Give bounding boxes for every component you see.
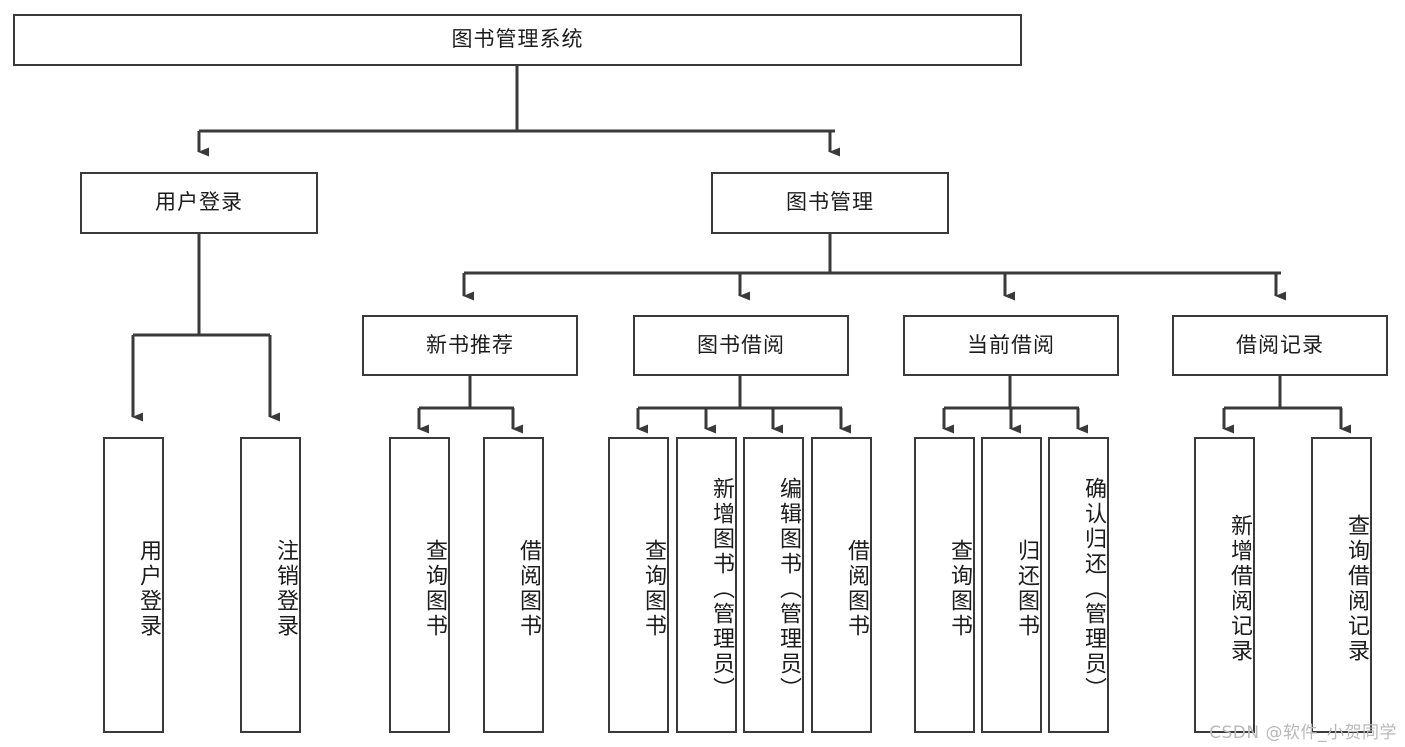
node-book-management[interactable]: 图书管理 [711,172,949,234]
node-new-book-recommend[interactable]: 新书推荐 [362,315,578,376]
node-current-borrow[interactable]: 当前借阅 [903,315,1119,376]
node-label: 查询图书 [641,539,666,639]
node-leaf-user-logout[interactable]: 注销登录 [240,437,301,733]
node-label: 查询借阅记录 [1344,514,1369,664]
node-user-login[interactable]: 用户登录 [80,172,318,234]
node-leaf-query-book-recommend[interactable]: 查询图书 [389,437,450,733]
node-label: 借阅图书 [516,539,541,639]
node-leaf-add-borrow-record[interactable]: 新增借阅记录 [1194,437,1255,733]
node-label: 新增借阅记录 [1227,514,1252,664]
node-label: 新增图书（管理员） [709,476,734,702]
node-label: 图书管理系统 [451,27,584,52]
node-leaf-query-book-current[interactable]: 查询图书 [914,437,975,733]
node-label: 图书借阅 [697,332,785,357]
node-label: 图书管理 [786,190,874,215]
node-label: 用户登录 [155,190,243,215]
node-label: 新书推荐 [426,332,514,357]
node-leaf-borrow-book[interactable]: 借阅图书 [811,437,872,733]
node-leaf-query-borrow-record[interactable]: 查询借阅记录 [1311,437,1372,733]
node-label: 当前借阅 [967,332,1055,357]
node-leaf-borrow-book-recommend[interactable]: 借阅图书 [483,437,544,733]
node-leaf-confirm-return-admin[interactable]: 确认归还（管理员） [1048,437,1109,733]
node-leaf-add-book-admin[interactable]: 新增图书（管理员） [676,437,737,733]
node-label: 注销登录 [273,539,298,639]
node-label: 用户登录 [136,539,161,639]
node-label: 归还图书 [1014,539,1039,639]
node-label: 查询图书 [422,539,447,639]
node-leaf-edit-book-admin[interactable]: 编辑图书（管理员） [743,437,804,733]
csdn-watermark: CSDN @软件_小贺同学 [1209,723,1397,743]
node-borrow-record[interactable]: 借阅记录 [1172,315,1388,376]
node-label: 借阅图书 [844,539,869,639]
node-book-borrow[interactable]: 图书借阅 [633,315,849,376]
node-label: 查询图书 [947,539,972,639]
node-label: 借阅记录 [1236,332,1324,357]
node-leaf-return-book[interactable]: 归还图书 [981,437,1042,733]
node-label: 编辑图书（管理员） [776,476,801,702]
node-label: 确认归还（管理员） [1081,476,1106,702]
node-leaf-user-login[interactable]: 用户登录 [103,437,164,733]
node-root-book-management-system[interactable]: 图书管理系统 [13,14,1022,66]
node-leaf-query-book-borrow[interactable]: 查询图书 [608,437,669,733]
